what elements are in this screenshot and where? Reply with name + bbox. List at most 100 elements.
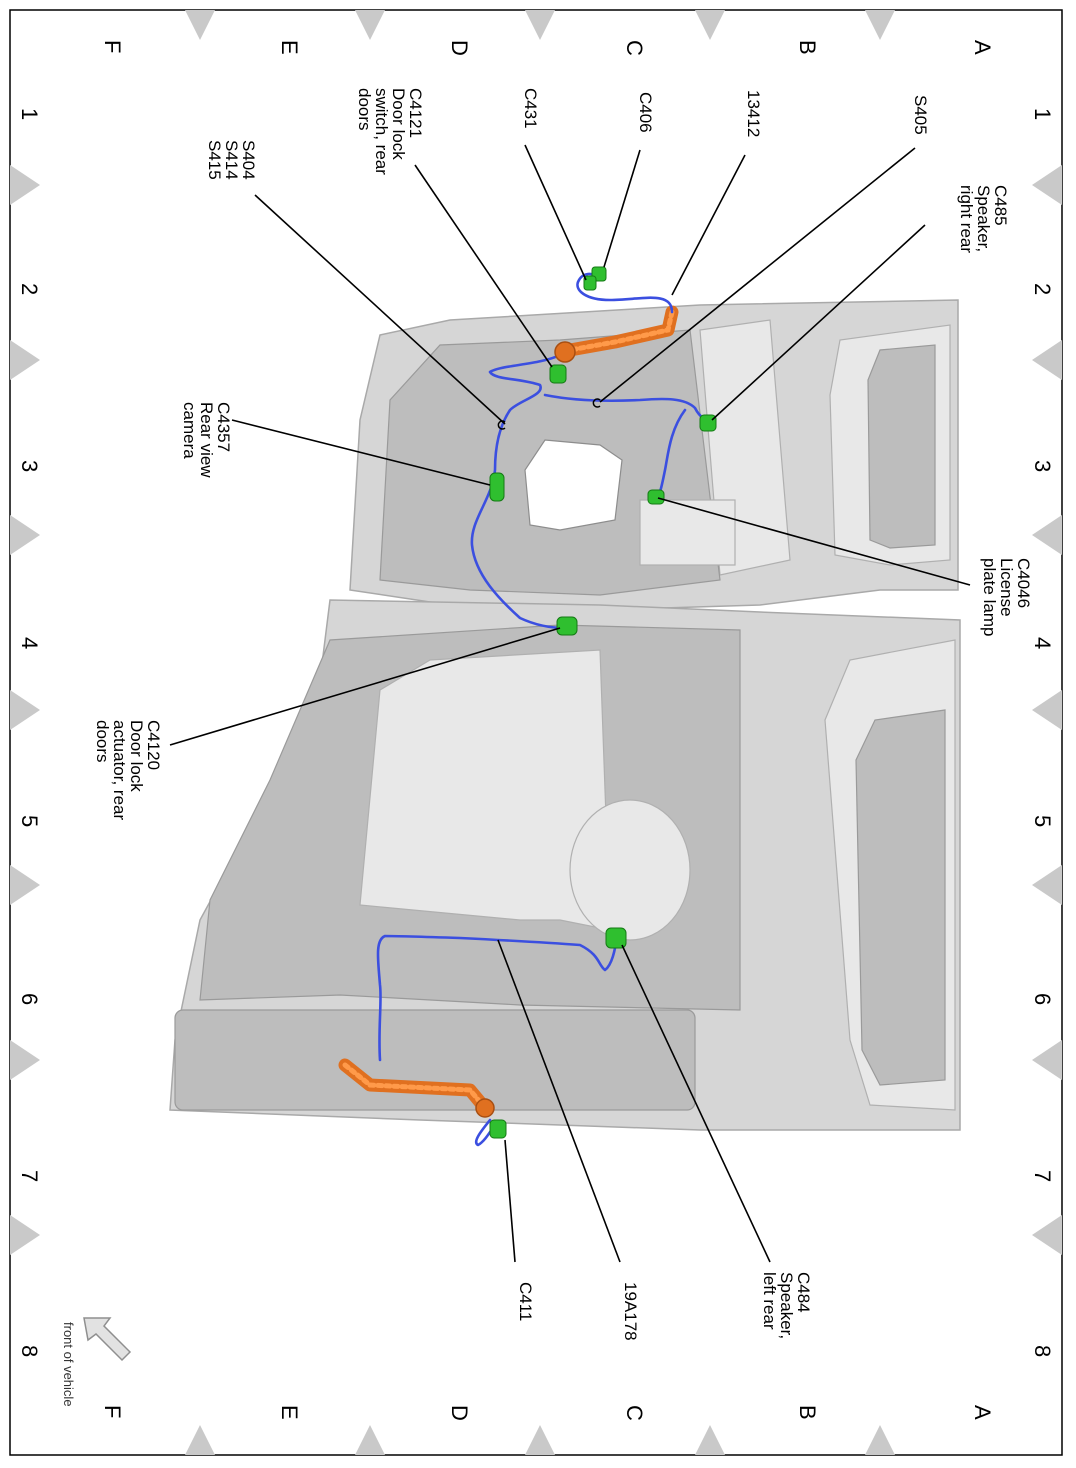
conduits [338,305,679,1115]
grid-col-4-right: 4 [1030,637,1055,649]
grid-col-6-right: 6 [1030,993,1055,1005]
grid-row-e-top: E [277,40,302,55]
label-s404-group: S404 S414 S415 [205,140,258,180]
leader-s404 [254,194,506,425]
grid-row-d-bottom: D [447,1405,472,1421]
label-c431: C431 [521,88,540,129]
leader-lines [169,144,971,1263]
leader-c406 [603,149,641,268]
conduit-lower-rib [342,1062,488,1111]
label-13412: 13412 [744,90,763,137]
leader-c4120 [169,627,561,746]
label-c4121-line2: Door lock [389,88,408,160]
front-of-vehicle-label: front of vehicle [61,1322,76,1407]
connector-c411 [489,1119,507,1139]
grid-markers [10,10,1062,1455]
speaker-recess-left [569,799,691,941]
grid-row-d-top: D [447,40,472,56]
label-c485-line1: C485 [991,185,1010,226]
label-c4357-line1: C4357 [214,402,233,452]
label-s414: S414 [222,140,241,180]
wire-main-loop [470,353,567,630]
leader-c411 [504,1139,516,1263]
grid-numbers-right: 1 2 3 4 5 6 7 8 [1030,108,1055,1357]
wire-lower-run [376,934,619,1062]
label-c4120-line1: C4120 [144,720,163,770]
leader-c4357 [231,419,491,486]
wire-upper-pigtail [576,272,674,314]
label-c484-line3: left rear [760,1272,779,1330]
grid-row-f-top: F [100,40,125,53]
label-c4121-line4: doors [355,88,374,131]
label-c4120-line3: actuator, rear [110,720,129,821]
callout-labels: S405 13412 C406 C431 C4121 Door lock swi… [93,88,1033,1341]
grid-col-6-left: 6 [17,993,42,1005]
left-door-bottom-rail [174,1009,696,1111]
leader-13412 [671,154,746,296]
front-of-vehicle-indicator: front of vehicle [61,1317,132,1407]
label-c4121-line1: C4121 [406,88,425,138]
right-door-inner-window [867,344,936,549]
grid-col-7-right: 7 [1030,1170,1055,1182]
leader-s405 [599,147,916,403]
label-s405: S405 [911,95,930,135]
splice-s405 [592,398,601,408]
label-c485: C485 Speaker, right rear [957,185,1010,253]
label-19a178: 19A178 [621,1282,640,1341]
label-c485-line3: right rear [957,185,976,253]
leader-c431 [524,144,587,281]
conduit-end-c4121 [554,341,576,363]
conduit-end-c411 [475,1098,495,1118]
leader-c4121 [414,164,553,368]
label-c4357-line3: camera [180,402,199,459]
grid-row-b-top: B [795,40,820,55]
grid-col-2-left: 2 [17,283,42,295]
label-c4121: C4121 Door lock switch, rear doors [355,88,425,175]
label-s404: S404 [239,140,258,180]
label-c4120-line2: Door lock [127,720,146,792]
connector-c4121 [549,364,567,384]
label-c4121-line3: switch, rear [372,88,391,175]
grid-col-5-left: 5 [17,815,42,827]
license-lamp-box [639,499,736,566]
grid-letters-top: A B C D E F [100,40,995,56]
camera-opening [524,439,623,531]
grid-row-f-bottom: F [100,1405,125,1418]
connector-c484 [605,927,627,949]
grid-col-1-left: 1 [17,108,42,120]
grid-col-8-left: 8 [17,1345,42,1357]
label-c484-line1: C484 [794,1272,813,1313]
grid-letters-bottom: A B C D E F [100,1405,995,1421]
left-door-inner-window [855,709,946,1086]
grid-col-2-right: 2 [1030,283,1055,295]
label-c411: C411 [516,1282,535,1321]
leader-c485 [711,224,926,421]
grid-col-1-right: 1 [1030,108,1055,120]
grid-row-e-bottom: E [277,1405,302,1420]
connector-c431 [583,275,597,291]
label-c406: C406 [636,92,655,133]
splice-s404 [497,420,506,430]
grid-col-3-left: 3 [17,460,42,472]
grid-row-a-bottom: A [970,1405,995,1420]
connectors [475,266,717,1139]
grid-col-3-right: 3 [1030,460,1055,472]
label-c484-line2: Speaker, [777,1272,796,1339]
connector-c485 [699,414,717,432]
label-c4357: C4357 Rear view camera [180,402,233,478]
grid-numbers-left: 1 2 3 4 5 6 7 8 [17,108,42,1357]
leader-c484 [621,944,771,1263]
rear-door-panels [169,299,961,1131]
conduit-upper-rib [567,309,675,353]
grid-col-4-left: 4 [17,637,42,649]
grid-row-b-bottom: B [795,1405,820,1420]
connector-c4046 [647,489,665,505]
grid-row-a-top: A [970,40,995,55]
label-c4357-line2: Rear view [197,402,216,478]
label-c485-line2: Speaker, [974,185,993,252]
grid-row-c-bottom: C [622,1405,647,1421]
label-c4120-line4: doors [93,720,112,763]
grid-col-5-right: 5 [1030,815,1055,827]
label-c4046-line2: License [997,558,1016,617]
